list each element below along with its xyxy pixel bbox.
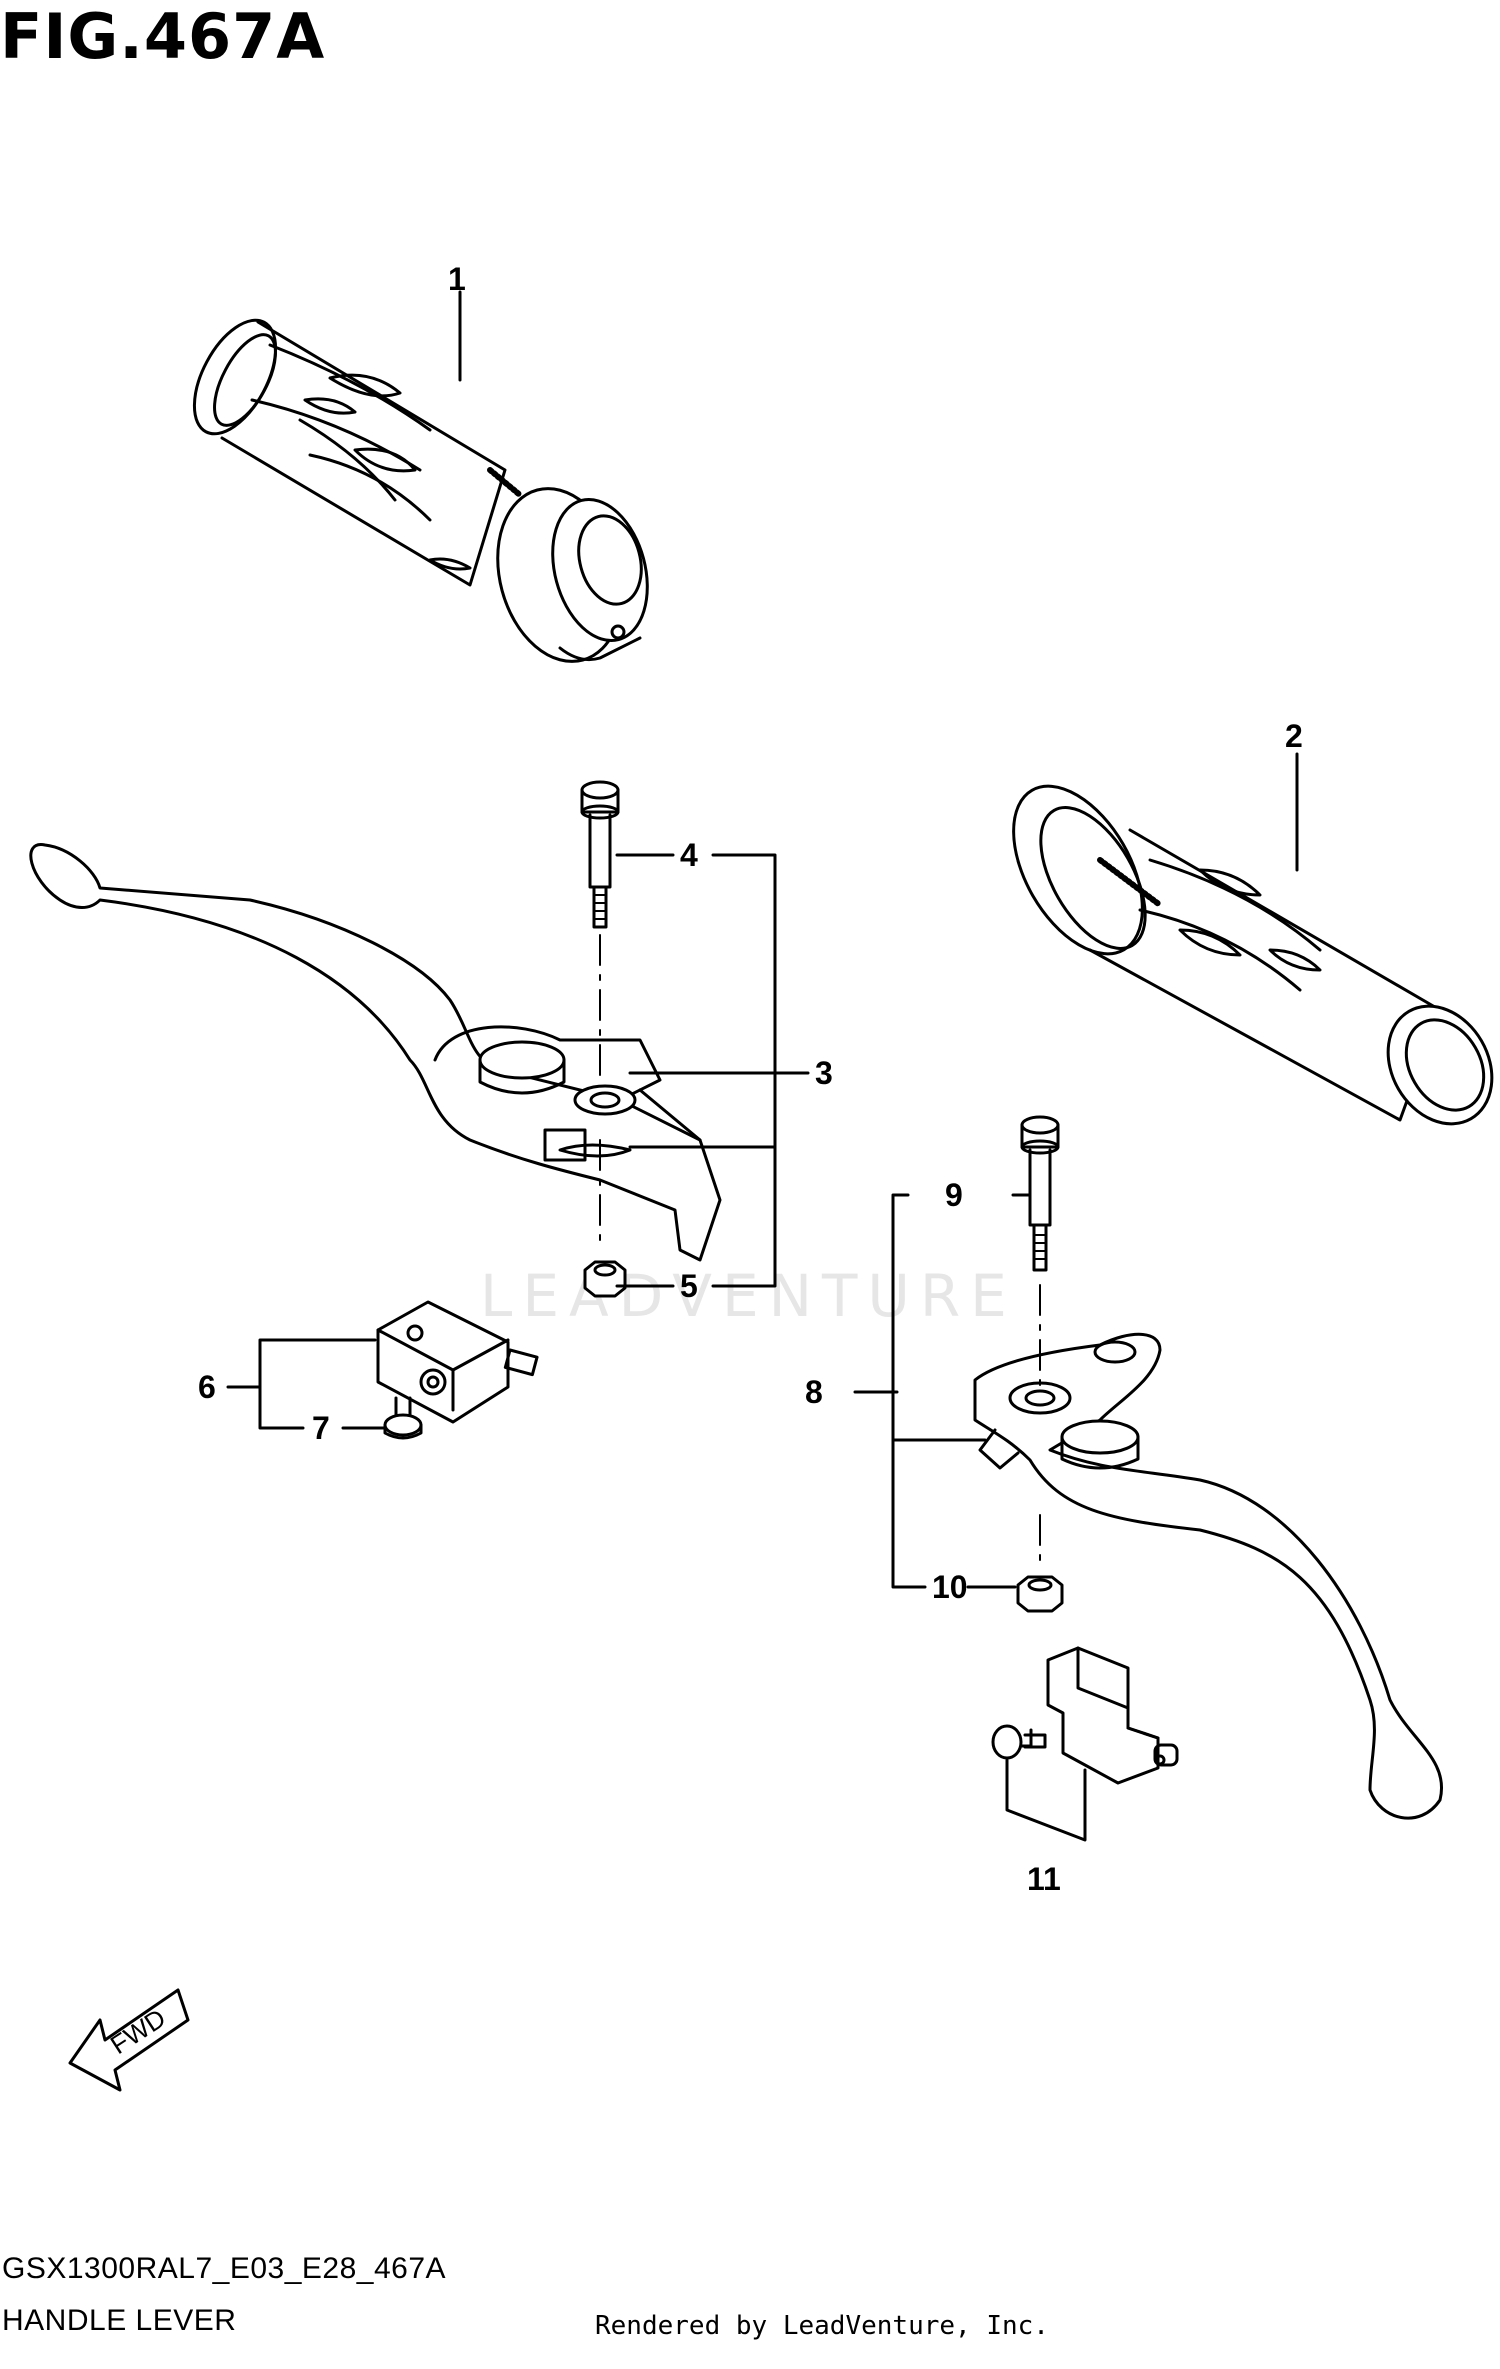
callout-7: 7 — [312, 1410, 330, 1446]
screw-icon — [383, 1396, 423, 1440]
callout-8: 8 — [805, 1374, 823, 1410]
callout-2: 2 — [1285, 718, 1303, 754]
callout-10: 10 — [932, 1569, 968, 1605]
front-brake-lever-icon — [29, 843, 722, 1262]
callout-5: 5 — [680, 1268, 698, 1304]
leader-lines — [226, 290, 1299, 1842]
clutch-lever-icon — [973, 1332, 1443, 1820]
clutch-switch-icon — [991, 1646, 1179, 1785]
fwd-arrow-icon — [68, 1988, 190, 2092]
callout-11: 11 — [1027, 1861, 1061, 1897]
callout-1: 1 — [448, 261, 466, 297]
watermark-text: LEADVENTURE — [480, 1262, 1017, 1330]
figure-code: GSX1300RAL7_E03_E28_467A — [2, 2252, 447, 2285]
right-grip-icon — [192, 318, 649, 663]
pivot-bolt-icon — [1020, 1115, 1060, 1386]
render-credit: Rendered by LeadVenture, Inc. — [595, 2311, 1049, 2341]
callout-9: 9 — [945, 1177, 963, 1213]
callout-4: 4 — [680, 837, 698, 873]
figure-name: HANDLE LEVER — [2, 2304, 237, 2337]
nut-icon — [1016, 1514, 1064, 1613]
figure-title: FIG.467A — [0, 0, 326, 73]
pivot-bolt-icon — [580, 780, 620, 1086]
left-grip-icon — [1012, 784, 1494, 1126]
callout-6: 6 — [198, 1369, 216, 1405]
nut-icon — [583, 1139, 627, 1298]
callout-3: 3 — [815, 1055, 833, 1091]
brake-switch-icon — [376, 1300, 539, 1424]
